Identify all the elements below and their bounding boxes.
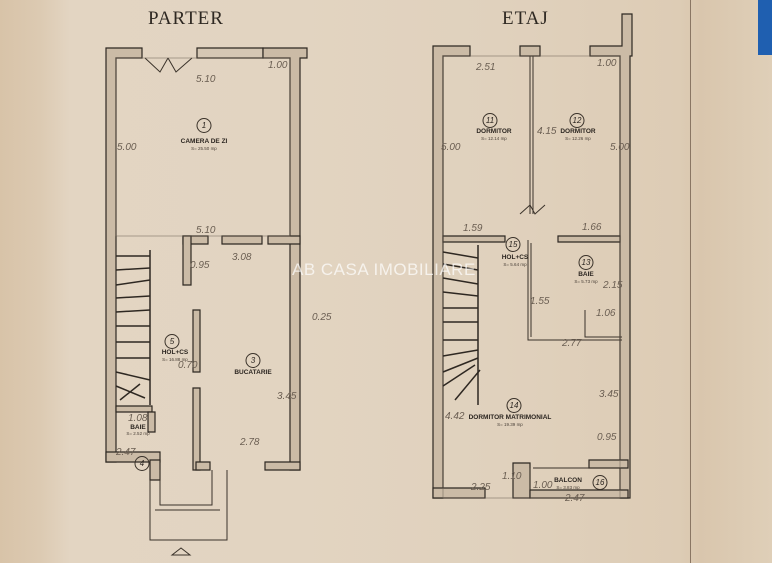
room-area-hol-cs-etaj: S= 5.64 mp — [503, 262, 527, 267]
watermark: AB CASA IMOBILIARE — [292, 260, 476, 279]
dim-window-offset-etaj: 1.00 — [597, 58, 617, 69]
bookmark-ribbon — [758, 0, 772, 55]
dim-wall-gap: 0.25 — [312, 312, 332, 323]
room-area-baie-parter: S= 2.52 mp — [126, 431, 150, 436]
dim-bath-height-etaj: 2.15 — [603, 280, 623, 291]
dim-mid-height: 4.15 — [537, 126, 557, 137]
room-number-1: 1 — [196, 118, 212, 133]
room-number-16: 16 — [592, 475, 608, 490]
room-label-hol-cs: HOL+CS — [161, 349, 189, 356]
room-label-balcon: BALCON — [554, 477, 582, 484]
room-label-baie-parter: BAIE — [130, 424, 146, 431]
room-number-3: 3 — [245, 353, 261, 368]
dim-bottom-left: 2.25 — [471, 482, 491, 493]
dim-mid-width: 5.10 — [196, 225, 216, 236]
room-number-15: 15 — [505, 237, 521, 252]
room-label-dormitor-11: DORMITOR — [476, 128, 512, 135]
room-label-dormitor-12: DORMITOR — [560, 128, 596, 135]
room-number-13: 13 — [578, 255, 594, 270]
dim-window-offset: 1.00 — [268, 60, 288, 71]
dim-balcony-depth: 1.00 — [533, 480, 553, 491]
room-area-hol-cs: S= 16.88 mp — [162, 357, 188, 362]
dim-right-height: 5.00 — [610, 142, 630, 153]
room-number-11: 11 — [482, 113, 498, 128]
dim-kitchen-height: 3.45 — [277, 391, 297, 402]
room-area-dormitor-11: S= 12.14 mp — [481, 136, 507, 141]
dim-hall-height: 1.55 — [530, 296, 550, 307]
dim-top-width: 5.10 — [196, 74, 216, 85]
room-number-12: 12 — [569, 113, 585, 128]
dim-kitchen-left: 0.95 — [190, 260, 210, 271]
room-label-bucatarie: BUCATARIE — [234, 369, 272, 376]
dim-balcony-height: 1.10 — [502, 471, 522, 482]
room-number-4: 4 — [134, 456, 150, 471]
dim-room11-width: 2.51 — [476, 62, 496, 73]
dim-door: 0.70 — [178, 360, 198, 371]
dim-bath-width: 1.08 — [128, 413, 148, 424]
dim-kitchen-bottom: 2.78 — [240, 437, 260, 448]
page-fold — [690, 0, 691, 563]
dim-kitchen-width: 3.08 — [232, 252, 252, 263]
dim-bath-height: 2.47 — [116, 447, 136, 458]
room-label-baie-etaj: BAIE — [578, 271, 594, 278]
room-area-dormitor-matrimonial: S= 19.39 mp — [497, 422, 523, 427]
room-label-hol-cs-etaj: HOL+CS — [501, 254, 529, 261]
room-area-baie-etaj: S= 5.73 mp — [574, 279, 598, 284]
dim-bath-inner: 1.06 — [596, 308, 616, 319]
dim-room12-bottom: 1.66 — [582, 222, 602, 233]
dim-master-width: 2.77 — [562, 338, 582, 349]
dim-master-right: 0.95 — [597, 432, 617, 443]
room-label-dormitor-matrimonial: DORMITOR MATRIMONIAL — [468, 414, 552, 421]
room-number-14: 14 — [506, 398, 522, 413]
room-label-camera-de-zi: CAMERA DE ZI — [180, 138, 228, 145]
room-area-balcon: S= 3.83 mp — [556, 485, 580, 490]
dim-master-left: 4.42 — [445, 411, 465, 422]
ground-floor-title: PARTER — [148, 8, 224, 29]
room-number-5: 5 — [164, 334, 180, 349]
dim-master-height: 3.45 — [599, 389, 619, 400]
dim-left-height-etaj: 5.00 — [441, 142, 461, 153]
dim-balcony-width: 2.47 — [565, 493, 585, 504]
room-area-camera-de-zi: S= 25.50 mp — [191, 146, 217, 151]
upper-floor-title: ETAJ — [502, 8, 549, 29]
dim-room11-bottom: 1.59 — [463, 223, 483, 234]
dim-left-height: 5.00 — [117, 142, 137, 153]
room-area-dormitor-12: S= 12.26 mp — [565, 136, 591, 141]
